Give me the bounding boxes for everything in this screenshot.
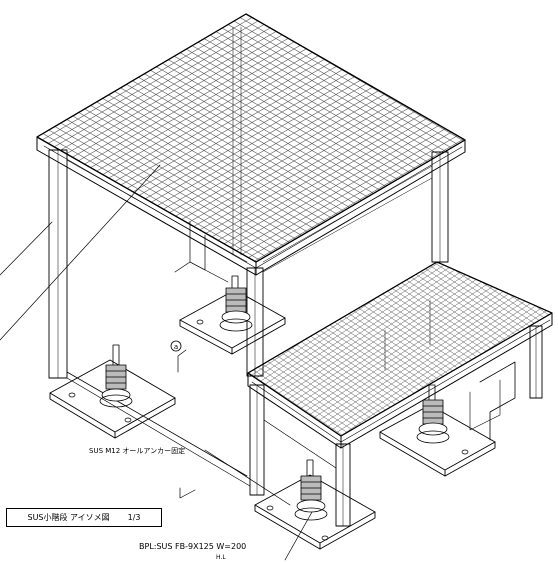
drawing-page-number: 1/3 bbox=[127, 513, 141, 522]
upper-platform-grating bbox=[36, 13, 466, 276]
adjuster-bolt-front bbox=[294, 459, 328, 521]
title-block: SUS小階段 アイソメ図 1/3 bbox=[6, 508, 162, 527]
hl-note: H.L bbox=[216, 554, 226, 561]
anchor-bolt-note: SUS M12 オールアンカー固定 bbox=[89, 447, 186, 455]
adjuster-bolt-center bbox=[219, 275, 253, 332]
adjuster-bolt-left bbox=[99, 344, 133, 408]
base-plate-left bbox=[49, 359, 176, 439]
upper-platform-frame bbox=[48, 149, 449, 487]
lower-step-frame bbox=[249, 299, 543, 527]
section-marker-label: a bbox=[174, 343, 178, 351]
lower-step-grating bbox=[247, 261, 553, 449]
section-marker: a bbox=[170, 340, 182, 352]
base-plate-note: BPL:SUS FB-9X125 W=200 bbox=[139, 542, 247, 551]
adjuster-bolt-right bbox=[416, 384, 450, 444]
leader-lines bbox=[0, 164, 313, 561]
drawing-title: SUS小階段 アイソメ図 bbox=[27, 513, 110, 522]
base-plate-center bbox=[179, 289, 286, 355]
base-plate-front bbox=[254, 474, 376, 550]
base-plate-right bbox=[379, 404, 496, 477]
